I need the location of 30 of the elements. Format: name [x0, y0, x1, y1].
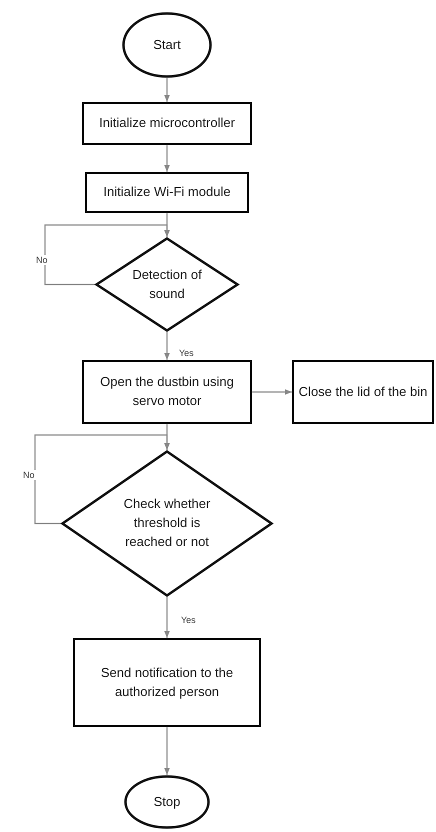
edge-label: Yes: [178, 348, 195, 358]
node-text: Initialize microcontroller: [99, 114, 235, 132]
node-text: Initialize Wi-Fi module: [103, 183, 231, 202]
node-text: Start: [153, 36, 181, 54]
node-text: Send notification to the authorized person: [100, 664, 234, 701]
node-text: Check whether threshold is reached or not: [122, 495, 212, 551]
node-text: Open the dustbin using servo motor: [99, 373, 235, 410]
arrow: [164, 78, 170, 102]
process-box: [73, 638, 261, 727]
terminal-ellipse: [122, 12, 212, 78]
decision-diamond: [61, 450, 273, 597]
node-text: Stop: [154, 792, 180, 811]
process-box: [85, 172, 249, 213]
process-box: [82, 102, 252, 145]
node-text: Close the lid of the bin: [298, 382, 428, 401]
arrow: [34, 434, 170, 524]
decision-diamond: [95, 237, 239, 332]
edge-label: No: [22, 470, 36, 480]
edge-label: Yes: [180, 615, 197, 625]
arrow: [164, 727, 170, 775]
node-text: Detection of sound: [131, 266, 203, 302]
terminal-ellipse: [124, 775, 210, 829]
edge-label: No: [35, 255, 49, 265]
arrow: [164, 145, 170, 172]
process-box: [82, 360, 252, 424]
arrow: [44, 224, 170, 286]
arrow: [252, 389, 292, 395]
arrow: [164, 597, 170, 638]
process-box: [292, 360, 434, 424]
arrow: [164, 332, 170, 360]
